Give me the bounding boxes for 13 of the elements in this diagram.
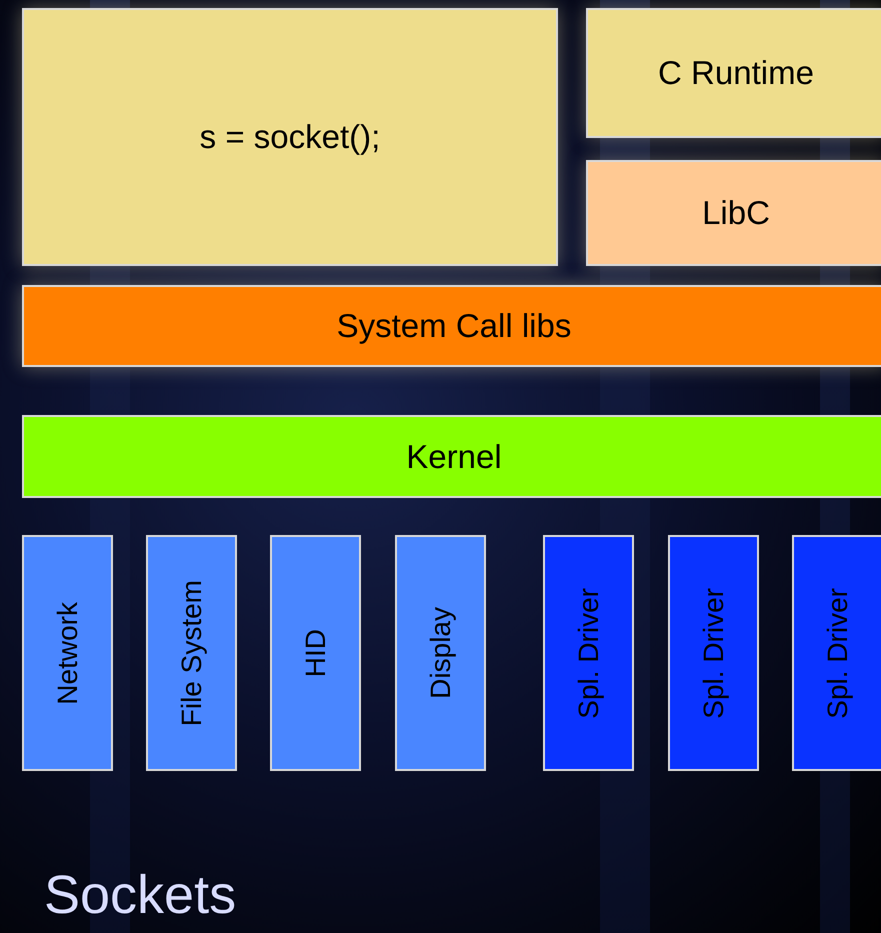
layer-bar: Kernel [22,415,881,498]
layer-box: LibC [586,160,881,266]
code-box: s = socket(); [22,8,558,266]
module-box: File System [146,535,237,771]
driver-box: Spl. Driver [668,535,759,771]
module-box: HID [270,535,361,771]
module-box: Display [395,535,486,771]
layer-box: C Runtime [586,8,881,138]
slide-title: Sockets [44,868,236,922]
module-box: Network [22,535,113,771]
driver-box: Spl. Driver [543,535,634,771]
layer-bar: System Call libs [22,285,881,367]
driver-box: Spl. Driver [792,535,881,771]
